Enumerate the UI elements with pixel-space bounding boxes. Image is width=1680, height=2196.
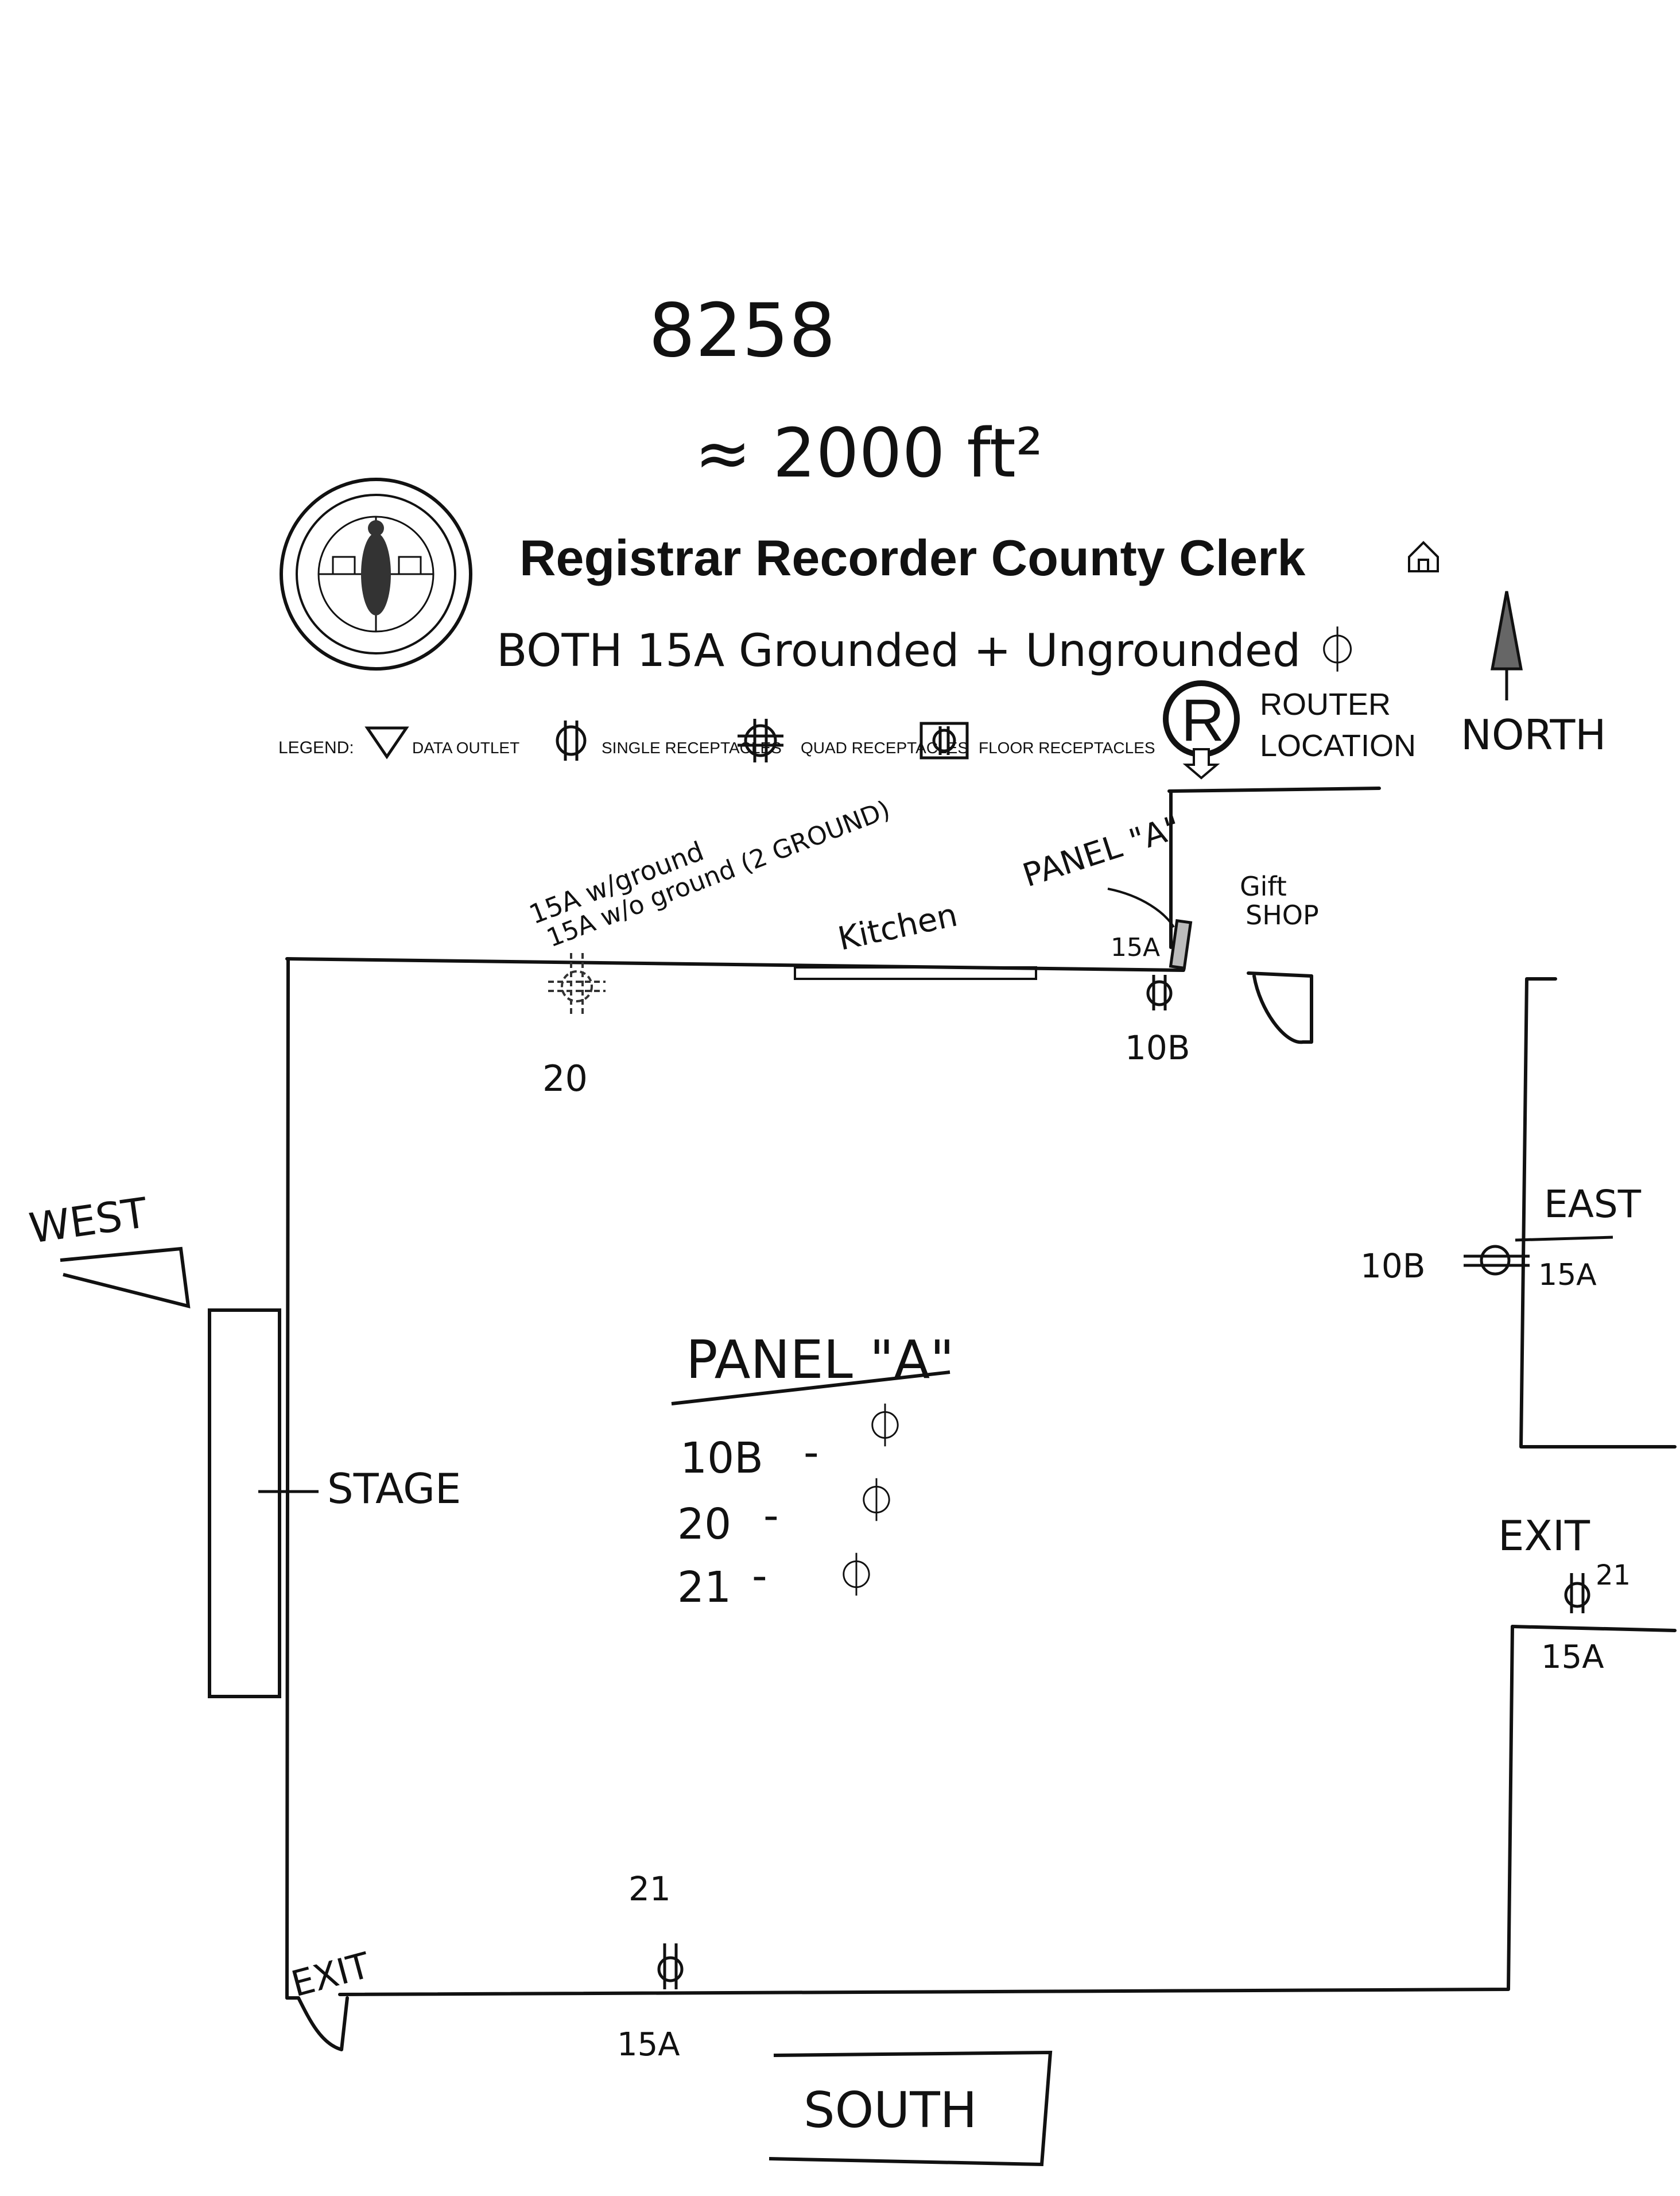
data-outlet-icon <box>364 726 409 760</box>
floor-receptacle-icon <box>919 722 969 760</box>
kitchen-counter <box>794 966 1037 980</box>
panel-row-dash: - <box>804 1428 819 1477</box>
router-symbol: R <box>1181 687 1224 754</box>
legend: LEGEND: DATA OUTLET SINGLE RECEPTACLES Q… <box>278 680 1416 780</box>
panel-row-circuit: 20 <box>677 1500 731 1549</box>
panel-a-leader <box>1107 888 1175 928</box>
panel-a-box <box>1169 919 1193 970</box>
east-outlet-circuit: 10B <box>1360 1246 1426 1285</box>
east-underline <box>1515 1236 1613 1242</box>
panel-row-dash: - <box>763 1491 779 1540</box>
legend-floor-receptacle: FLOOR RECEPTACLES <box>979 739 1155 757</box>
south-outlet-amps: 15A <box>617 2026 680 2063</box>
single-receptacle-north <box>1146 975 1173 1010</box>
quad-receptacle-east <box>1464 1245 1530 1276</box>
panel-row-21: 21 - ⏀ <box>677 1551 878 1612</box>
panel-row-dash: - <box>752 1551 767 1601</box>
panel-table-underline <box>671 1370 950 1405</box>
home-icon <box>1408 541 1439 572</box>
north-outlet-circuit: 20 <box>542 1058 588 1099</box>
east-outlet-amps: 15A <box>1538 1258 1597 1292</box>
single-receptacle-east-exit <box>1564 1573 1590 1613</box>
panel-a-table: PANEL "A" 10B - ⏀ 20 - ⏀ 21 - ⏀ <box>671 1329 955 1612</box>
county-seal <box>280 478 472 671</box>
organization-name: Registrar Recorder County Clerk <box>519 529 1306 586</box>
panel-row-10b: 10B - ⏀ <box>680 1402 906 1483</box>
exit-east-label: EXIT <box>1498 1512 1590 1560</box>
kitchen-label: Kitchen <box>835 896 960 958</box>
stage-platform <box>208 1308 281 1698</box>
north-panel-outlet-amps: 15A <box>1111 933 1160 962</box>
panel-row-phase: ⏀ <box>864 1402 906 1451</box>
east-label: EAST <box>1544 1182 1642 1226</box>
panel-row-phase: ⏀ <box>835 1551 878 1601</box>
west-label: WEST <box>26 1188 151 1253</box>
north-arrow-icon <box>1490 591 1523 700</box>
panel-row-20: 20 - ⏀ <box>677 1477 898 1549</box>
panel-row-phase: ⏀ <box>855 1477 898 1526</box>
south-label: SOUTH <box>804 2082 977 2139</box>
quad-receptacle-north <box>548 953 606 1016</box>
legend-label: LEGEND: <box>278 738 354 757</box>
router-label-line2: LOCATION <box>1260 729 1416 763</box>
west-label-box: WEST <box>26 1188 191 1308</box>
panel-a-location-label: PANEL "A" <box>1018 809 1185 895</box>
single-receptacle-south <box>657 1943 684 1989</box>
gift-shop-line1: Gift <box>1240 871 1287 902</box>
east-exit-outlet-circuit: 21 <box>1596 1559 1631 1591</box>
router-label-line1: ROUTER <box>1260 687 1391 722</box>
quad-receptacle-icon <box>738 719 783 762</box>
east-exit-outlet-amps: 15A <box>1541 1639 1604 1676</box>
single-receptacle-icon <box>556 721 587 761</box>
site-number: 8258 <box>649 288 836 374</box>
north-panel-outlet-circuit: 10B <box>1125 1028 1190 1067</box>
south-label-box: SOUTH <box>769 2050 1053 2167</box>
legend-quad-receptacle: QUAD RECEPTACLES <box>801 739 968 757</box>
panel-row-circuit: 10B <box>680 1434 763 1483</box>
north-label: NORTH <box>1461 711 1606 759</box>
legend-data-outlet: DATA OUTLET <box>412 739 519 757</box>
panel-row-circuit: 21 <box>677 1563 731 1612</box>
gift-shop-line2: SHOP <box>1246 900 1319 931</box>
stage-label: STAGE <box>327 1465 461 1513</box>
area-note: ≈ 2000 ft² <box>694 413 1043 493</box>
south-outlet-circuit: 21 <box>628 1869 671 1908</box>
power-note: BOTH 15A Grounded + Ungrounded ⏀ <box>496 625 1360 677</box>
router-icon: R <box>1163 680 1240 780</box>
panel-table-title: PANEL "A" <box>686 1329 955 1391</box>
building-walls <box>285 787 1677 2051</box>
